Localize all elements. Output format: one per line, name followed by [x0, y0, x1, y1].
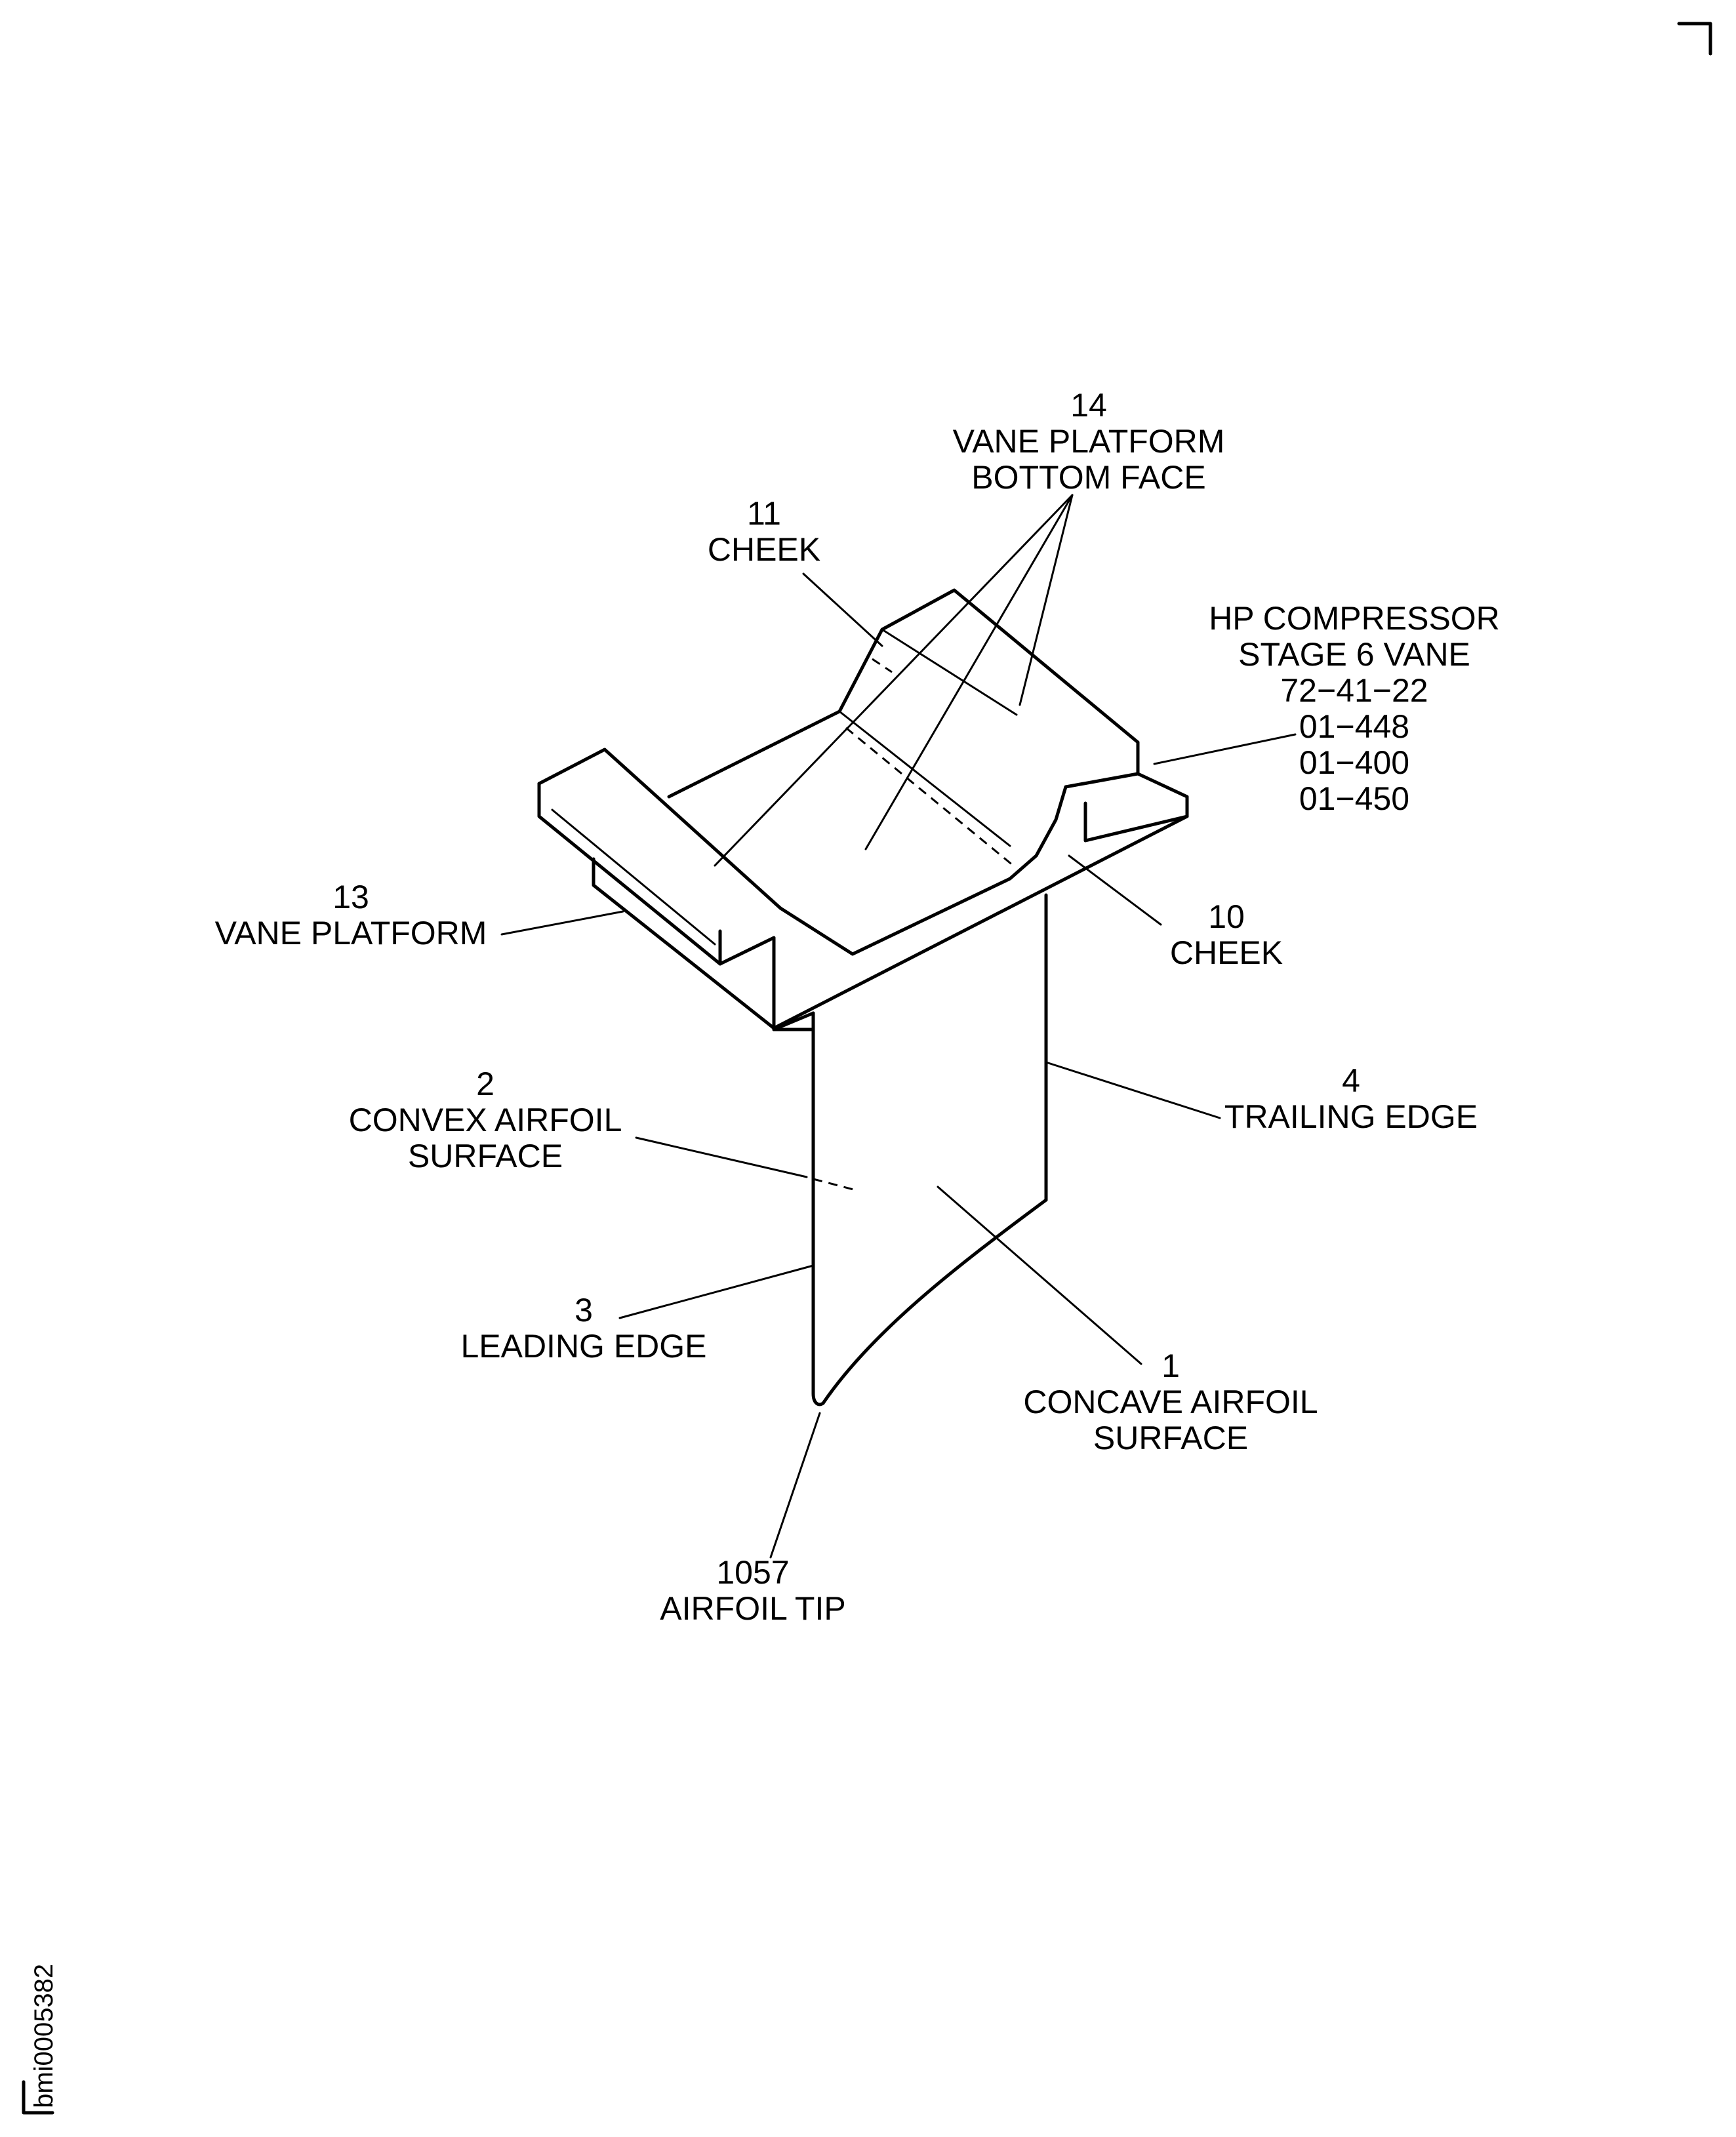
callout-14-line2: BOTTOM FACE	[971, 459, 1205, 496]
part-info-line2: STAGE 6 VANE	[1238, 636, 1470, 673]
callout-11-number: 11	[747, 495, 781, 532]
crop-mark-bottom-left	[22, 2080, 54, 2115]
vane-platform-drawing	[537, 588, 1189, 1031]
callout-1057-number: 1057	[716, 1554, 789, 1591]
part-info-line5: 01−400	[1299, 744, 1409, 781]
callout-13-number: 13	[333, 879, 369, 915]
figure-id: bmi0005382	[30, 1964, 58, 2108]
callout-14-line1: VANE PLATFORM	[953, 423, 1225, 460]
part-info-line4: 01−448	[1299, 708, 1409, 745]
airfoil-drawing	[811, 893, 1048, 1407]
callout-10-line1: CHEEK	[1170, 934, 1283, 971]
callout-2-line2: SURFACE	[408, 1138, 563, 1174]
callout-3-number: 3	[575, 1292, 593, 1328]
part-info-line1: HP COMPRESSOR	[1209, 600, 1500, 637]
callout-2-number: 2	[476, 1066, 495, 1102]
callout-10-number: 10	[1208, 898, 1245, 935]
callout-4-number: 4	[1342, 1062, 1360, 1099]
callout-3-line1: LEADING EDGE	[460, 1328, 706, 1365]
part-info-line3: 72−41−22	[1280, 672, 1428, 709]
crop-mark-top-right	[1677, 22, 1712, 56]
callout-1057-line1: AIRFOIL TIP	[660, 1590, 845, 1627]
callout-11-line1: CHEEK	[708, 531, 820, 568]
callout-14-number: 14	[1070, 387, 1107, 424]
leader-lines	[500, 494, 1297, 1559]
part-info-line6: 01−450	[1299, 780, 1409, 817]
callout-1-number: 1	[1161, 1348, 1180, 1384]
callout-1-line2: SURFACE	[1093, 1420, 1248, 1456]
callout-4-line1: TRAILING EDGE	[1224, 1098, 1478, 1135]
callout-1-line1: CONCAVE AIRFOIL	[1023, 1384, 1318, 1420]
callout-13-line1: VANE PLATFORM	[215, 915, 487, 951]
callout-2-line1: CONVEX AIRFOIL	[349, 1102, 622, 1138]
